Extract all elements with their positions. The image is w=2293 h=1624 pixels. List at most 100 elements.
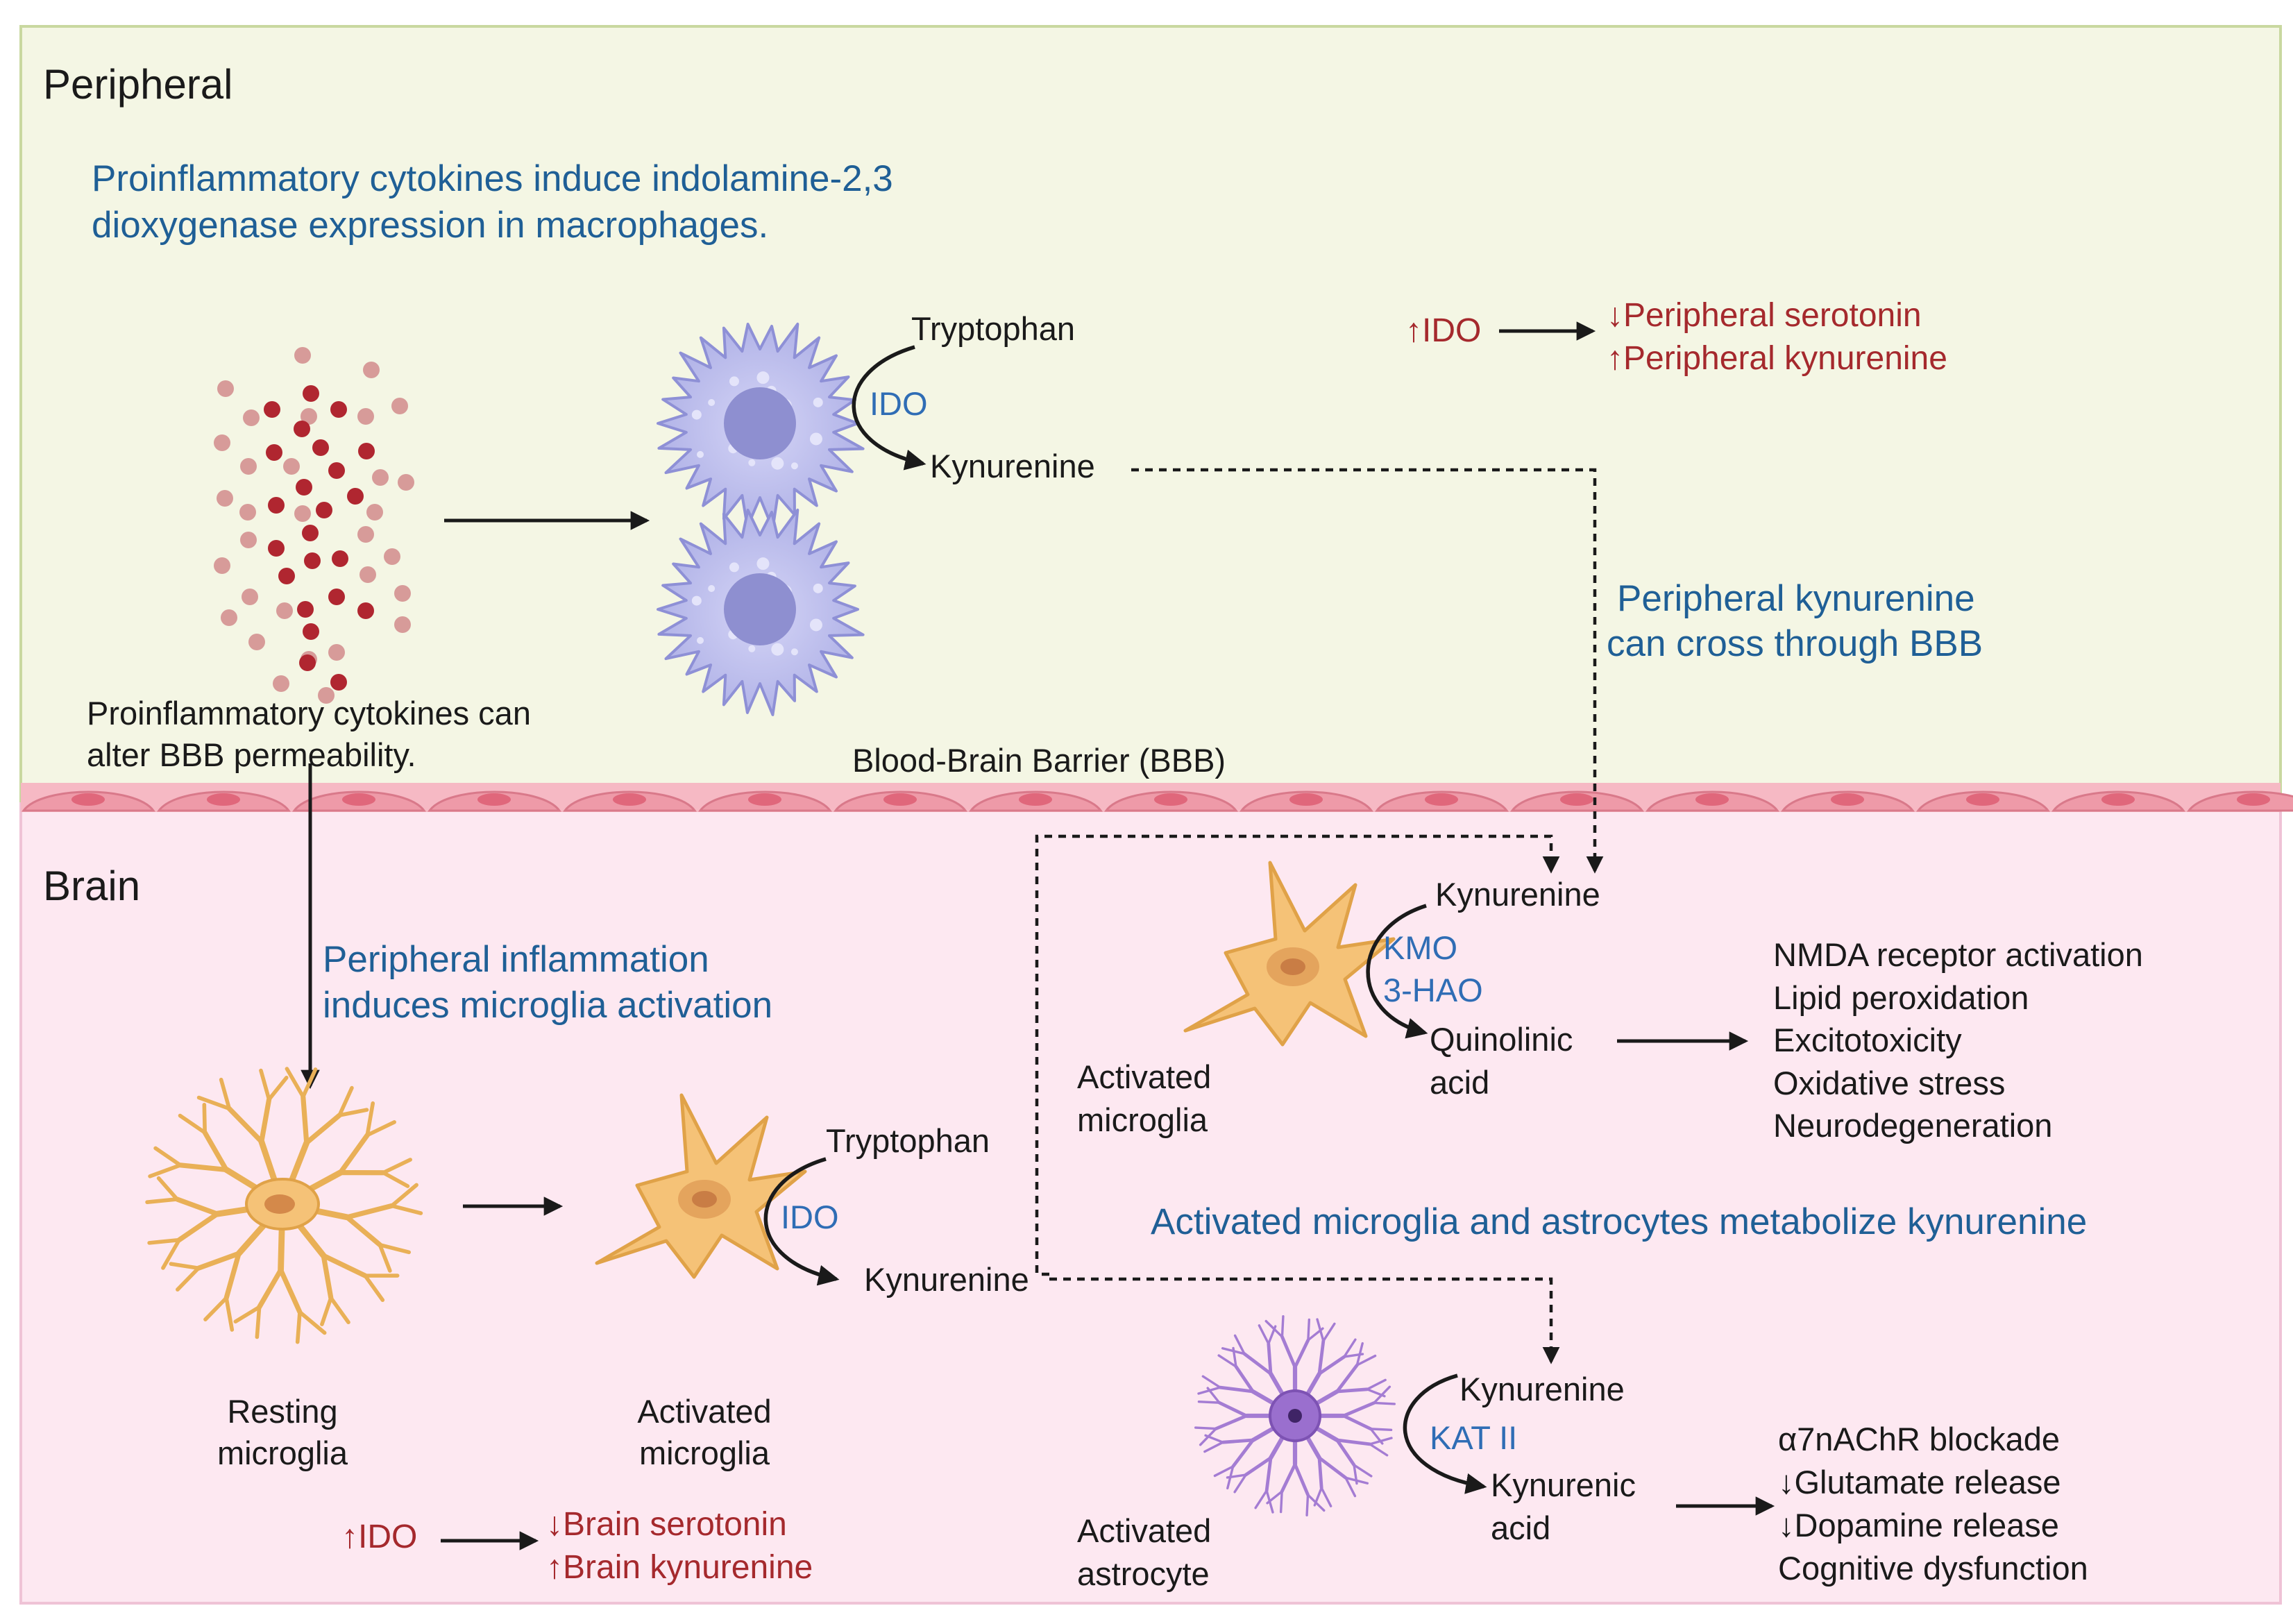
macrophage-granule xyxy=(748,459,756,466)
bbb-cell-nucleus xyxy=(1831,793,1864,806)
astrocyte-process xyxy=(1264,1456,1273,1493)
astrocyte-process xyxy=(1214,1414,1249,1430)
microglia-process xyxy=(147,1237,181,1245)
metabolize-note: Activated microglia and astrocytes metab… xyxy=(1151,1201,2087,1242)
cytokine-dot xyxy=(217,380,234,397)
microglia-process xyxy=(255,1305,262,1339)
microglia-process xyxy=(153,1146,183,1167)
astrocyte-process xyxy=(1353,1464,1373,1478)
astrocyte-process xyxy=(1342,1414,1373,1431)
microglia-process xyxy=(202,1130,229,1173)
astrocyte-process xyxy=(1342,1401,1376,1418)
peripheral-kynurenine-label: Kynurenine xyxy=(930,448,1095,484)
microglia-process xyxy=(169,1262,201,1271)
cytokine-dot xyxy=(394,585,411,602)
kynurenine-to-astrocyte-dashed-arrow xyxy=(1049,1277,1560,1364)
quinolinic-outcome-3: Excitotoxicity xyxy=(1773,1022,1962,1058)
cytokine-dot xyxy=(239,504,256,521)
microglia-process xyxy=(176,1266,201,1292)
cytokine-dot xyxy=(243,409,260,426)
branch-microglia-label-line2: microglia xyxy=(1077,1101,1208,1138)
astrocyte-process xyxy=(1355,1342,1364,1367)
peripheral-heading: Peripheral xyxy=(43,61,233,108)
peripheral-ido-enzyme-label: IDO xyxy=(870,385,928,422)
microglia-process xyxy=(378,1242,392,1273)
cytokine-dot xyxy=(294,505,311,522)
cytokine-dot xyxy=(214,434,230,451)
bbb-cell-nucleus xyxy=(2101,793,2135,806)
kynurenic-outcome-3: ↓Dopamine release xyxy=(1778,1507,2059,1543)
macrophage-granule xyxy=(813,397,823,407)
brain-heading: Brain xyxy=(43,863,140,909)
brain-up-ido: ↑IDO xyxy=(341,1519,417,1555)
cytokine-dot xyxy=(330,401,347,418)
quinolinic-outcome-5: Neurodegeneration xyxy=(1773,1107,2052,1144)
microglia-process xyxy=(301,1067,318,1099)
astrocyte-process xyxy=(1226,1465,1235,1490)
microglia-process xyxy=(224,1296,235,1332)
astrocyte-process xyxy=(1335,1387,1369,1394)
activated-microglia-nucleolus xyxy=(1280,958,1305,975)
astrocyte-process xyxy=(1234,1364,1255,1394)
microglia-process xyxy=(266,1076,289,1101)
macrophage-granule xyxy=(729,562,739,573)
cytokine-dot xyxy=(328,589,345,605)
bbb-cell-nucleus xyxy=(207,793,240,806)
cytokine-dot xyxy=(304,552,321,569)
astrocyte-process xyxy=(1221,1438,1255,1444)
quinolinic-acid-line2: acid xyxy=(1430,1064,1489,1101)
astrocyte-process xyxy=(1217,1354,1237,1368)
kynurenic-outcome-2: ↓Glutamate release xyxy=(1778,1464,2061,1500)
astrocyte-process xyxy=(1306,1494,1326,1512)
astrocyte-process xyxy=(1221,1347,1246,1355)
kynurenic-acid-line2: acid xyxy=(1491,1509,1550,1546)
crossing-note-line1: Peripheral kynurenine xyxy=(1617,578,1975,619)
microglia-process xyxy=(304,1113,342,1146)
cytokine-caption-line2: alter BBB permeability. xyxy=(87,736,416,773)
microglia-process xyxy=(196,1251,242,1271)
bbb-cell-nucleus xyxy=(342,793,375,806)
bbb-cell-nucleus xyxy=(477,793,511,806)
bbb-cell-nucleus xyxy=(1695,793,1729,806)
astrocyte-process xyxy=(1199,1427,1217,1446)
quinolinic-acid-line1: Quinolinic xyxy=(1430,1021,1573,1058)
kynurenic-outcome-1: α7nAChR blockade xyxy=(1778,1421,2060,1457)
quinolinic-outcome-2: Lipid peroxidation xyxy=(1773,979,2029,1016)
astrocyte-process xyxy=(1344,1476,1357,1498)
quinolinic-outcome-4: Oxidative stress xyxy=(1773,1065,2005,1101)
cytokine-dot xyxy=(398,474,414,491)
astrocyte-process xyxy=(1369,1437,1393,1446)
cytokine-dot xyxy=(347,488,364,505)
cytokine-dot xyxy=(294,347,311,364)
microglia-process xyxy=(321,1253,334,1301)
cytokine-dot xyxy=(357,526,374,543)
microglia-process xyxy=(226,1106,264,1144)
macrophage-granule xyxy=(748,645,756,652)
cytokine-macrophage-note-line2: dioxygenase expression in macrophages. xyxy=(92,205,768,246)
bbb-cell-nucleus xyxy=(613,793,646,806)
macrophage-granule xyxy=(708,399,716,407)
kmo-enzyme-label: KMO xyxy=(1383,929,1457,966)
cytokine-dot xyxy=(363,362,380,378)
microglia-process xyxy=(381,1158,412,1175)
macrophage-nucleus xyxy=(724,573,796,645)
crossing-note-line2: can cross through BBB xyxy=(1607,623,1983,664)
cytokine-dot xyxy=(303,623,319,640)
astrocyte-process xyxy=(1231,1438,1255,1469)
activated-microglia-icon xyxy=(595,1093,807,1279)
astrocyte-nucleus xyxy=(1288,1409,1302,1423)
astrocyte-process xyxy=(1244,1456,1273,1477)
cytokine-dot xyxy=(248,634,265,650)
cytokine-dot xyxy=(384,548,400,565)
microglia-process xyxy=(148,1163,183,1178)
microglia-process xyxy=(295,1310,302,1344)
cytokine-dot xyxy=(328,644,345,661)
microglia-process xyxy=(298,1310,327,1335)
bbb-cell-nucleus xyxy=(1289,793,1323,806)
astrocyte-process xyxy=(1335,1363,1359,1394)
astrocyte-process xyxy=(1317,1456,1323,1490)
bbb-cell-nucleus xyxy=(748,793,781,806)
bbb-label: Blood-Brain Barrier (BBB) xyxy=(852,742,1226,779)
cytokine-dot xyxy=(221,609,237,626)
kmo-curved-arrow xyxy=(1366,904,1428,1039)
